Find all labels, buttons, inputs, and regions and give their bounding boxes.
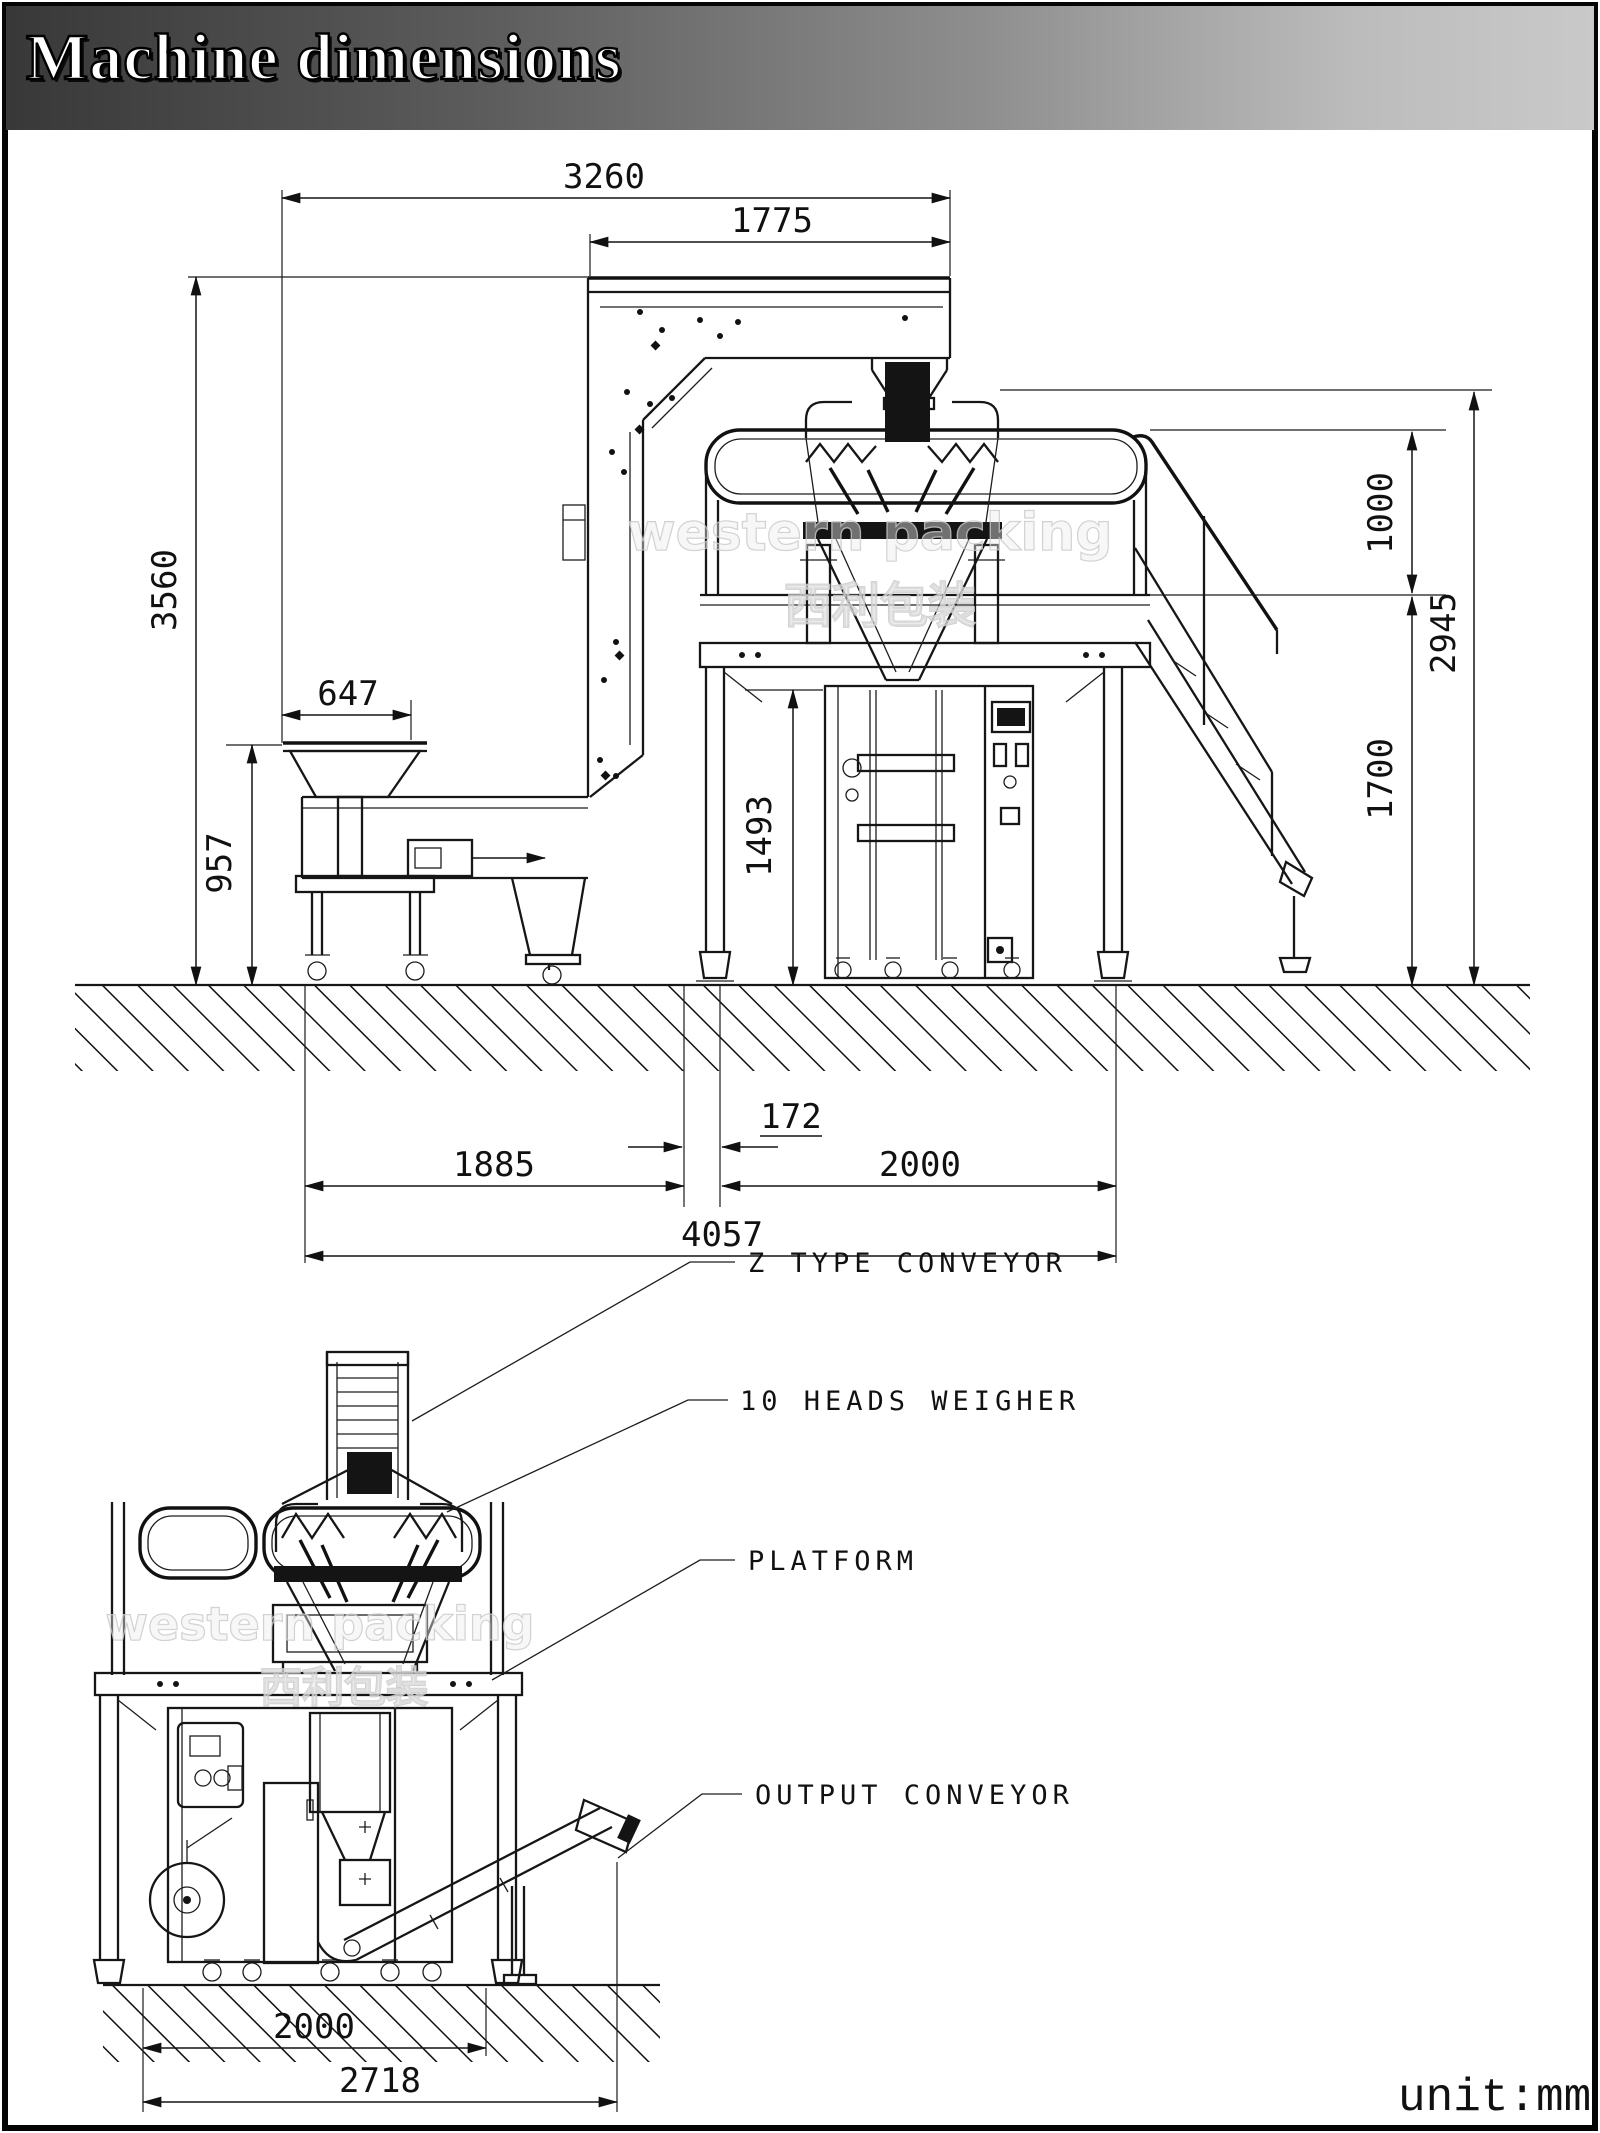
dim-bagger-height-1493: 1493 [740,688,823,987]
title-band: Machine dimensions [6,6,1594,130]
dim-weigher-top-2945: 2945 [1000,389,1492,987]
dim-text-2000-side: 2000 [879,1145,961,1185]
watermark-zh-side: 西利包装 [784,578,976,634]
dim-railing-height-1000: 1000 [1150,429,1446,596]
watermark-zh-front: 西利包装 [260,1663,428,1712]
callout-z-conveyor: Z TYPE CONVEYOR [411,1248,1067,1422]
dim-gap-172: 172 [628,985,822,1207]
dim-platform-floor-1700: 1700 [1361,595,1418,987]
output-conveyor [316,1798,641,1986]
dim-feeder-height-957: 957 [200,743,282,987]
watermark-front: western packing 西利包装 [105,1596,535,1712]
dim-arm-span-1775: 1775 [588,201,952,276]
multihead-weigher-side [800,362,1005,682]
platform-side [696,428,1152,982]
watermark-en-side: western packing [628,503,1113,563]
unit-note: unit:mm [1398,2072,1591,2124]
dim-text-2718: 2718 [339,2061,421,2101]
platform-front [92,1671,524,1985]
dim-feeder-run-1885: 1885 [303,985,686,1263]
packing-machine-front [148,1706,454,1982]
z-conveyor-arm [588,276,952,429]
dim-text-1775: 1775 [731,201,813,241]
watermark-en-front: western packing [106,1597,535,1651]
dim-text-172: 172 [760,1097,821,1137]
dim-text-1885: 1885 [453,1145,535,1185]
dim-frame-width-2000-front: 2000 [141,1988,488,2112]
dim-text-647: 647 [317,674,378,714]
side-view: 3260 1775 3560 647 957 [75,157,1530,1263]
dim-total-height-3560: 3560 [145,275,590,987]
front-view: 2000 2718 [92,1350,660,2112]
callout-text-z-conveyor: Z TYPE CONVEYOR [748,1248,1067,1279]
dim-text-1700: 1700 [1361,738,1401,820]
callout-text-weigher: 10 HEADS WEIGHER [740,1386,1080,1417]
dim-text-957: 957 [200,832,240,893]
dim-feeder-width-647: 647 [280,674,413,740]
dim-text-1493: 1493 [740,795,780,877]
callout-text-output-conveyor: OUTPUT CONVEYOR [755,1780,1074,1811]
packing-machine-side [823,684,1035,980]
dim-text-2945: 2945 [1424,592,1464,674]
callout-output-conveyor: OUTPUT CONVEYOR [617,1780,1074,1859]
callout-platform: PLATFORM [491,1546,918,1681]
dim-conveyor-span-3260: 3260 [280,157,952,743]
dim-text-3560: 3560 [145,549,185,631]
rivet-dots [597,309,908,781]
callouts: Z TYPE CONVEYOR 10 HEADS WEIGHER PLATFOR… [411,1248,1080,1859]
dim-platform-width-2000: 2000 [720,985,1118,1263]
dim-text-1000: 1000 [1361,472,1401,554]
ground-hatch-side [75,983,1530,1071]
callout-weigher: 10 HEADS WEIGHER [446,1386,1080,1513]
dim-total-width-4057: 4057 [303,1215,1118,1262]
watermark-side: western packing 西利包装 [627,502,1113,634]
dim-overall-width-2718: 2718 [141,1862,619,2112]
ground-hatch-front [103,1983,660,2062]
dim-text-2000-front: 2000 [273,2007,355,2047]
dim-text-3260: 3260 [563,157,645,197]
staircase [1132,434,1314,974]
infeed-feeder [283,741,436,981]
dim-text-4057: 4057 [681,1215,763,1255]
multihead-weigher-front [271,1452,464,1672]
page-title: Machine dimensions [25,20,622,95]
callout-text-platform: PLATFORM [748,1546,918,1577]
z-conveyor-lower-run [300,795,588,985]
platform-railing-front [110,1502,505,1675]
